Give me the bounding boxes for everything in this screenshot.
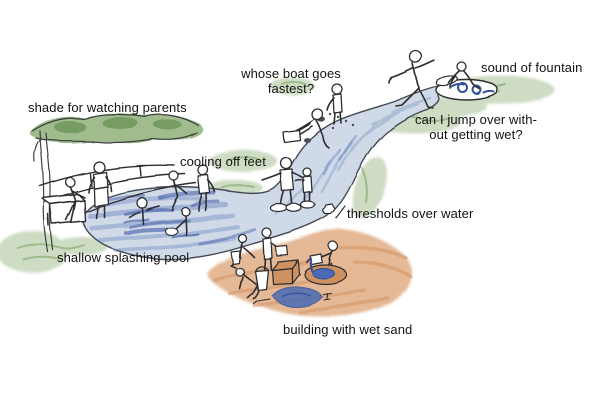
sand-ring-water [311, 267, 335, 279]
label-fountain: sound of fountain [481, 60, 583, 75]
pool-kid-standing-figure [164, 206, 190, 236]
pour-stream [309, 257, 314, 273]
sand-strokes [213, 245, 412, 314]
water-body [82, 85, 440, 260]
figures [64, 50, 481, 305]
pool-kid-waving-figure [128, 197, 160, 225]
label-sand: building with wet sand [283, 322, 413, 337]
fountain-croucher-figure [435, 61, 481, 90]
label-cooling: cooling off feet [180, 154, 266, 169]
pool-edge-sitter-2-figure [197, 164, 216, 211]
sand-puddle [271, 285, 323, 308]
stepping-stones [269, 200, 346, 219]
pool-edge-sitter-figure [168, 170, 188, 211]
wet-sand-water [271, 257, 347, 308]
threshold-adult-figure [261, 156, 306, 207]
sand-tools [253, 292, 332, 305]
tree-canopy-shadows [54, 117, 182, 133]
standing-parent-figure [87, 160, 112, 219]
label-pool: shallow splashing pool [57, 250, 190, 265]
runner-figure [388, 50, 436, 109]
label-jump: can I jump over with- out getting wet? [414, 112, 538, 143]
label-thresholds: thresholds over water [347, 206, 474, 221]
boat-watcher-figure [326, 83, 343, 125]
label-boat: whose boat goes fastest? [241, 66, 341, 97]
boat-kneeler-figure [282, 107, 330, 149]
sand-sitter-figure [230, 234, 255, 269]
label-shade: shade for watching parents [28, 100, 187, 115]
sand-bucket [254, 265, 269, 291]
tree-sketch [29, 113, 204, 253]
seated-parent-figure [64, 176, 85, 222]
sand-castle-box [271, 259, 300, 285]
sand-stander-figure [261, 227, 289, 272]
puddle-squiggle [281, 292, 311, 297]
bench-steps-sketch [39, 165, 197, 227]
